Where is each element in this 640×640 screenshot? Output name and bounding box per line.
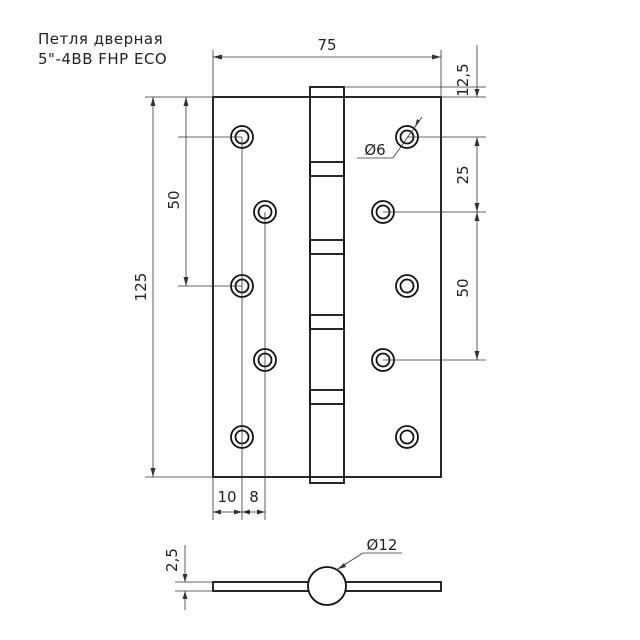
bearing-band-2 [309,239,345,255]
dim-bottom-offsets: 10 8 [212,137,266,520]
dim-thickness-label: 2,5 [163,548,181,572]
dim-width: 75 [212,36,442,97]
hinge-plate [212,86,442,484]
dim-hole-diameter: Ø6 [357,116,423,159]
dim-height-label: 125 [132,273,150,302]
dim-width-label: 75 [317,36,336,54]
bearing-band-1 [309,161,345,177]
hole [395,274,419,298]
hinge-profile: 2,5 Ø12 [163,536,442,610]
dim-offset-10-label: 10 [217,488,236,506]
holes [230,125,419,449]
dim-hole-diameter-label: Ø6 [364,141,385,159]
dim-top-offset-label: 12,5 [454,63,472,96]
bearing-band-4 [309,389,345,405]
bearing-band-3 [309,314,345,330]
dim-spacing-25-label: 25 [454,165,472,184]
plate-outline [212,96,442,478]
dim-left: 125 50 [132,96,242,478]
hole [395,425,419,449]
dim-spacing-50-right-label: 50 [454,278,472,297]
dim-right-chain: 12,5 25 50 [344,45,486,361]
profile-knuckle [307,566,347,606]
drawing-title-line1: Петля дверная [38,30,164,48]
dim-offset-8-label: 8 [249,488,259,506]
drawing-title-line2: 5"-4BB FHP ECO [38,50,168,68]
knuckle-outline [309,86,345,484]
dim-knuckle-diameter-label: Ø12 [367,536,398,554]
dim-spacing-50-left-label: 50 [165,190,183,209]
